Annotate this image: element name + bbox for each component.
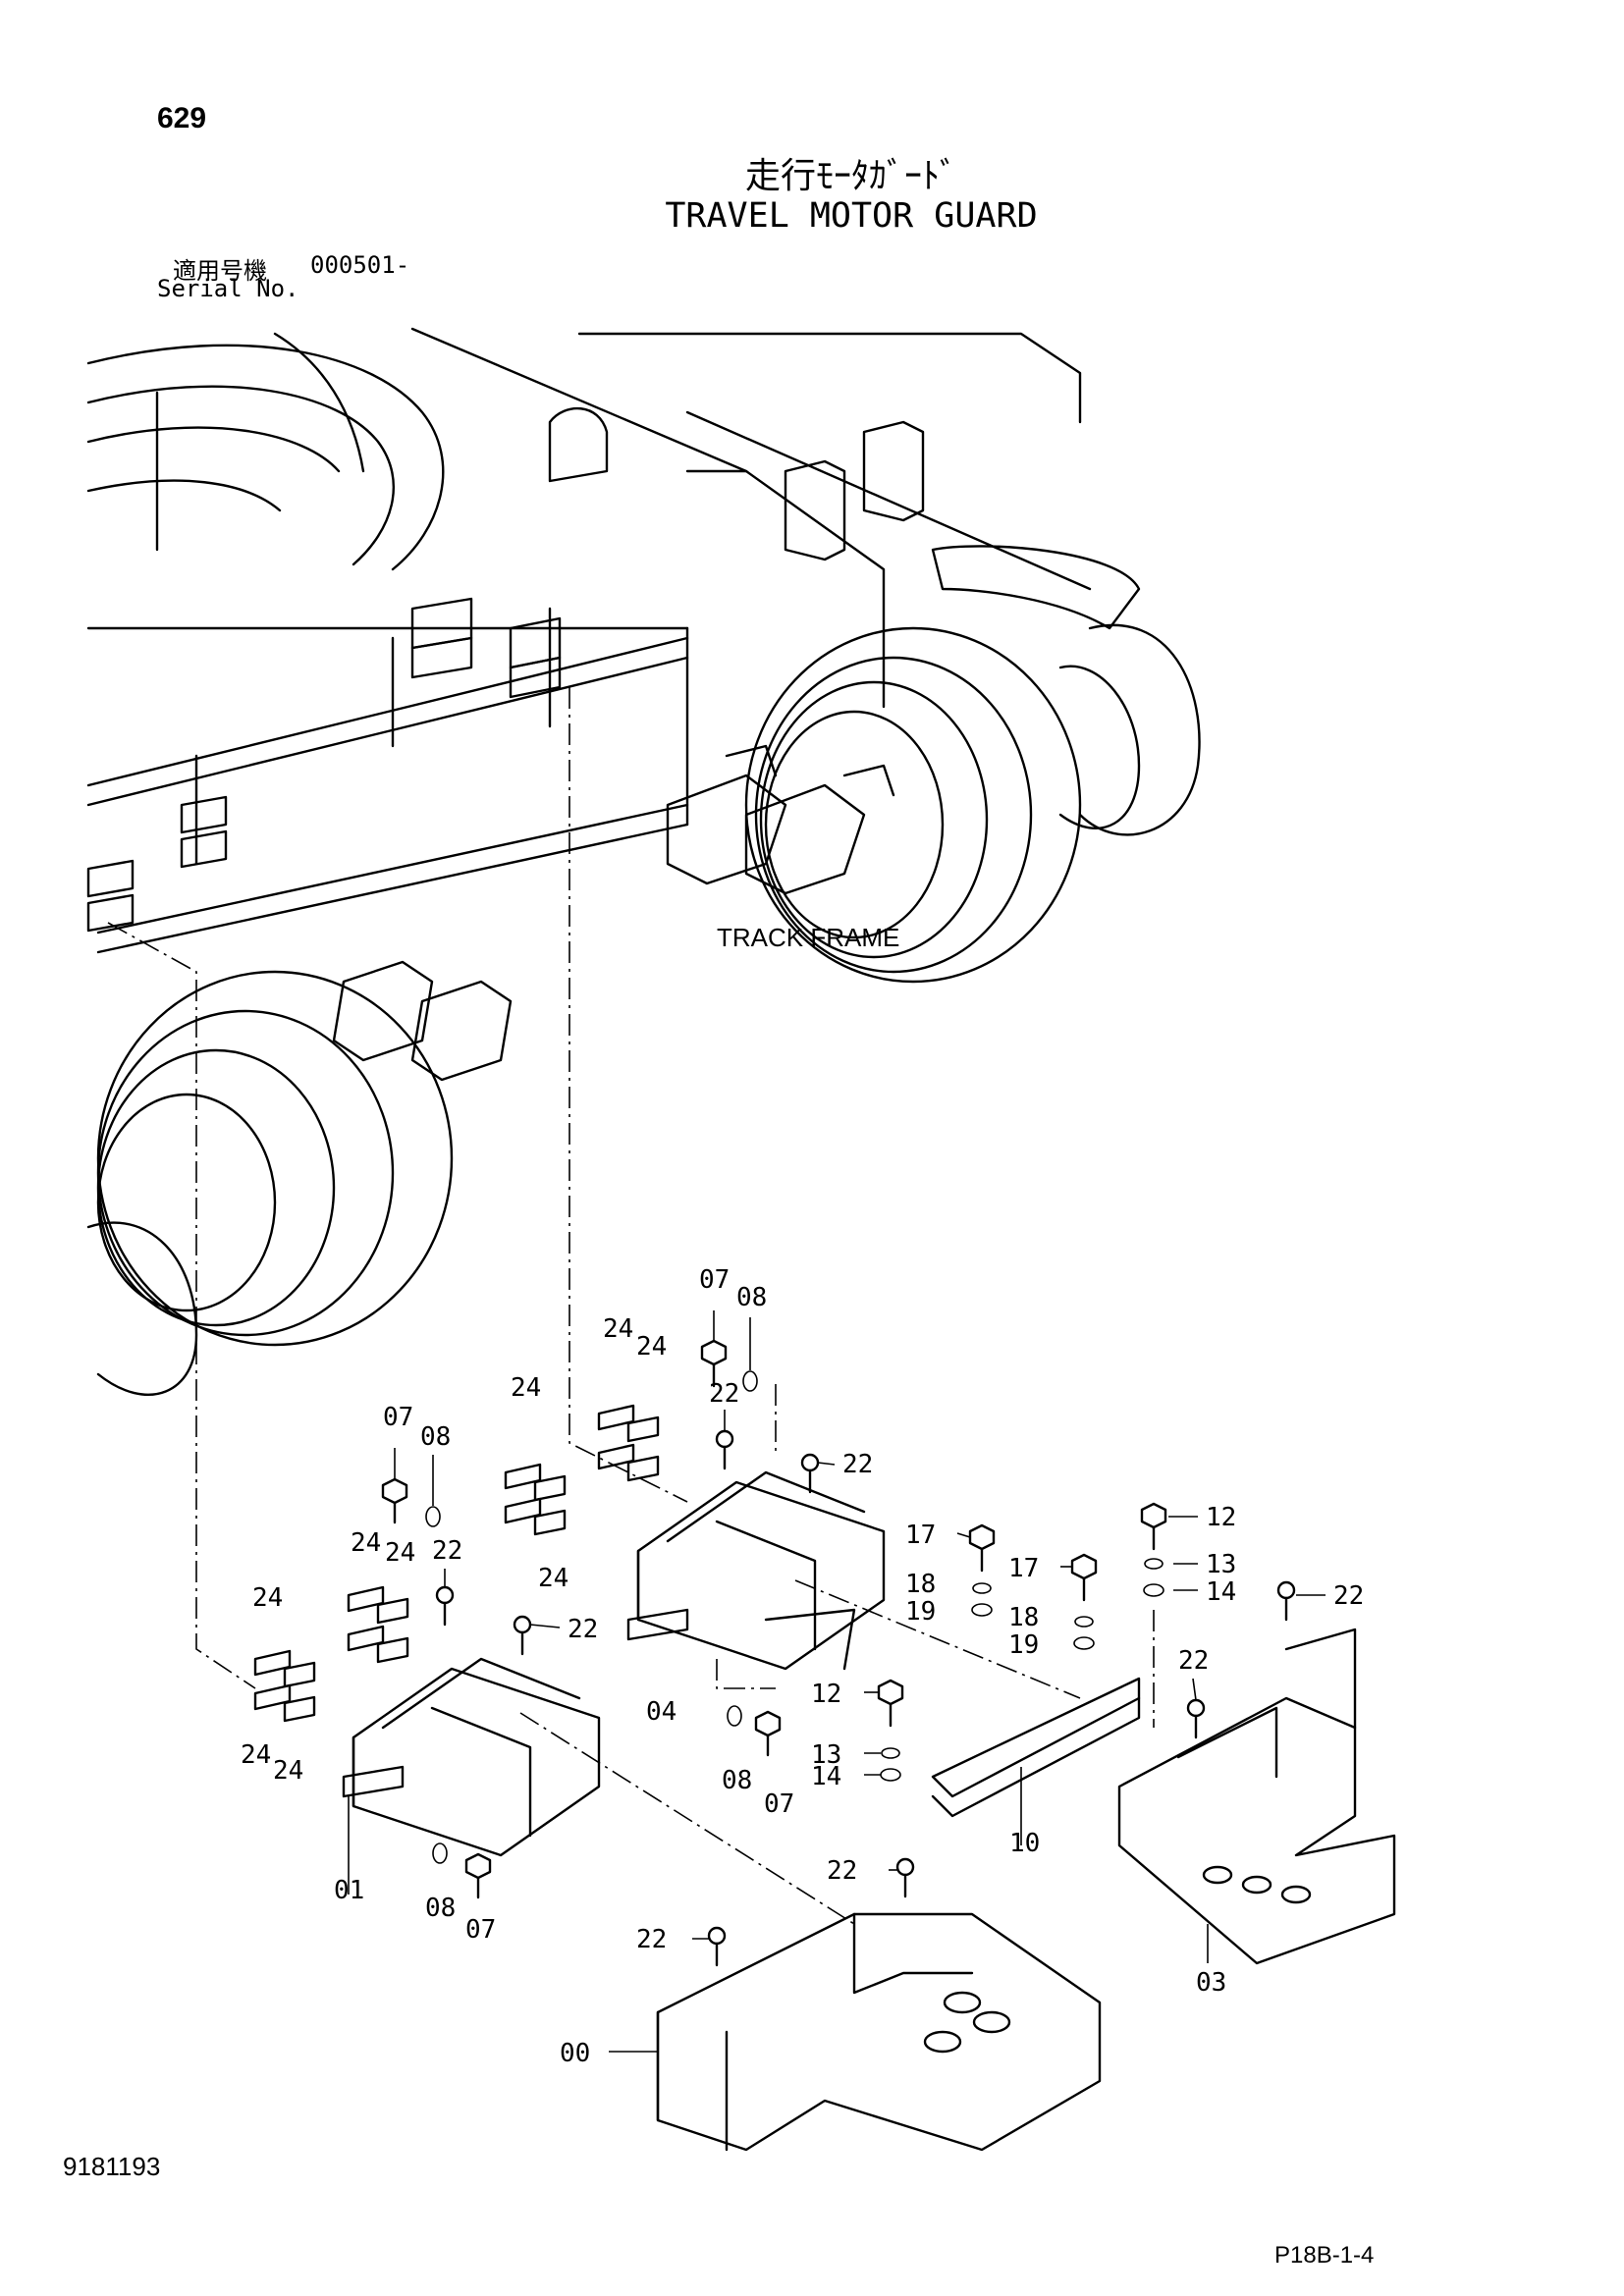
callout-00: 00: [560, 2039, 590, 2068]
callout-labels: 07 08 24 24 22 22 24 07 08 24 24 22 22 2…: [241, 1265, 1364, 2068]
leader-lines: [394, 1310, 1326, 1940]
shim-plates: [253, 1404, 660, 1723]
callout-24: 24: [252, 1583, 283, 1613]
upper-frame-drawing: [86, 327, 1201, 954]
callout-12: 12: [811, 1680, 841, 1709]
callout-24: 24: [351, 1528, 381, 1558]
callout-22: 22: [432, 1536, 462, 1566]
track-frame-label: TRACK FRAME: [717, 923, 899, 952]
callout-22: 22: [842, 1450, 873, 1479]
callout-03: 03: [1196, 1968, 1226, 1998]
callout-22: 22: [1178, 1646, 1209, 1676]
bracket-part-03: [1117, 1628, 1396, 1965]
title-japanese: 走行ﾓｰﾀｶﾞｰﾄﾞ: [744, 156, 957, 196]
callout-07: 07: [764, 1789, 794, 1819]
callout-04: 04: [646, 1697, 677, 1727]
serial-label-english: Serial No.: [157, 275, 299, 302]
callout-19: 19: [1008, 1630, 1039, 1660]
callout-19: 19: [905, 1597, 936, 1627]
callout-01: 01: [334, 1876, 364, 1905]
document-id: 9181193: [63, 2152, 161, 2181]
callout-24: 24: [636, 1332, 667, 1362]
callout-07: 07: [383, 1403, 413, 1432]
rail-part-10: [931, 1677, 1141, 1845]
callout-22: 22: [636, 1925, 667, 1954]
callout-17: 17: [905, 1521, 936, 1550]
callout-18: 18: [905, 1570, 936, 1599]
callout-08: 08: [420, 1422, 451, 1452]
callout-08: 08: [736, 1283, 767, 1312]
page-reference: P18B-1-4: [1274, 2242, 1375, 2269]
serial-number-value: 000501-: [310, 251, 410, 279]
callout-22: 22: [827, 1856, 857, 1886]
callout-13: 13: [811, 1740, 841, 1770]
guard-part-01: [342, 1657, 601, 1895]
title-english: TRAVEL MOTOR GUARD: [665, 196, 1038, 236]
page-number: 629: [157, 102, 207, 134]
callout-12: 12: [1206, 1503, 1236, 1532]
callout-24: 24: [241, 1740, 271, 1770]
callout-07: 07: [465, 1915, 496, 1945]
callout-08: 08: [722, 1766, 752, 1795]
guard-part-04: [626, 1470, 886, 1671]
travel-motor-right: [666, 626, 1082, 984]
callout-14: 14: [811, 1762, 841, 1791]
travel-motor-left: [86, 960, 513, 1397]
callout-24: 24: [273, 1756, 303, 1786]
callout-22: 22: [568, 1615, 598, 1644]
callout-07: 07: [699, 1265, 730, 1295]
bracket-part-00: [609, 1912, 1102, 2152]
callout-18: 18: [1008, 1603, 1039, 1632]
callout-17: 17: [1008, 1554, 1039, 1583]
callout-22: 22: [709, 1379, 739, 1409]
callout-13: 13: [1206, 1550, 1236, 1579]
serial-label-japanese: 適用号機: [173, 257, 267, 285]
callout-24: 24: [385, 1538, 415, 1568]
callout-22: 22: [1333, 1581, 1364, 1611]
callout-08: 08: [425, 1894, 456, 1923]
callout-24: 24: [511, 1373, 541, 1403]
alignment-lines: [107, 687, 1155, 1925]
callout-24: 24: [603, 1314, 633, 1344]
callout-14: 14: [1206, 1577, 1236, 1607]
callout-24: 24: [538, 1564, 568, 1593]
callout-10: 10: [1009, 1829, 1040, 1858]
